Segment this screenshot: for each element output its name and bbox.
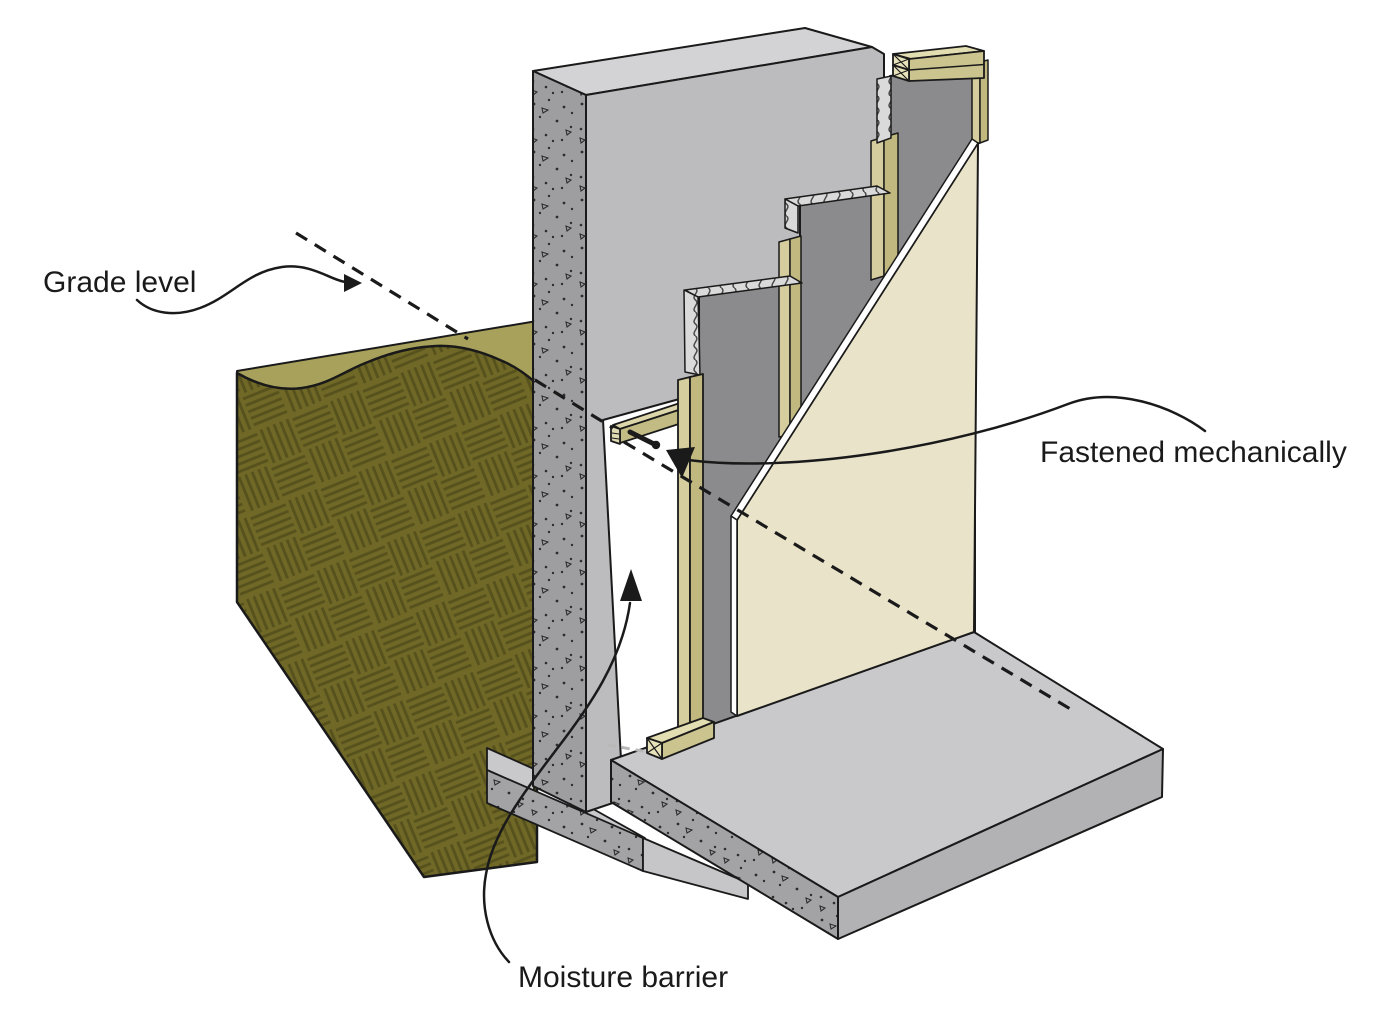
stud3-side (870, 136, 885, 281)
drywall-cut-edge-vertical (730, 515, 738, 717)
footing-end-face (642, 837, 749, 900)
soil-hatch-texture (235, 344, 539, 879)
drywall-panel (730, 138, 979, 717)
grade-level-line (295, 231, 1073, 712)
moisture-barrier-leader (482, 569, 642, 964)
stud1-side (677, 376, 691, 740)
concrete-footing (486, 747, 749, 900)
stud2-side (778, 238, 791, 438)
furring-end-grain (611, 432, 620, 440)
moisture-barrier-arrow-icon (620, 569, 642, 601)
double-top-plate (892, 45, 985, 82)
hidden-edge-dashed (607, 743, 649, 754)
batt-edge-B-side (784, 198, 799, 234)
stud1-front (689, 373, 704, 738)
stud3-front (883, 132, 899, 277)
batt-edge-C-side (876, 75, 892, 144)
moisture-barrier-label: Moisture barrier (518, 961, 728, 994)
stud4-front (979, 59, 989, 144)
fastened-mechanically-arrow-icon (666, 447, 695, 478)
grade-level-label: Grade level (43, 266, 196, 299)
fastened-mechanically-leader (666, 395, 1207, 478)
grade-level-leader (135, 265, 362, 315)
batt-edge-A-side (683, 289, 701, 376)
soil-mass (235, 320, 539, 879)
slab-right-face (837, 748, 1164, 940)
screw-fastener (627, 429, 661, 450)
front-stud (677, 373, 704, 740)
grade-level-arrow-icon (344, 274, 362, 292)
fastened-mechanically-label: Fastened mechanically (1040, 436, 1347, 469)
floor-slab (610, 631, 1164, 940)
stud2-front (789, 235, 802, 436)
bottom-plate (646, 717, 715, 760)
furring-end (610, 425, 621, 445)
wall-cut-texture (532, 70, 587, 813)
